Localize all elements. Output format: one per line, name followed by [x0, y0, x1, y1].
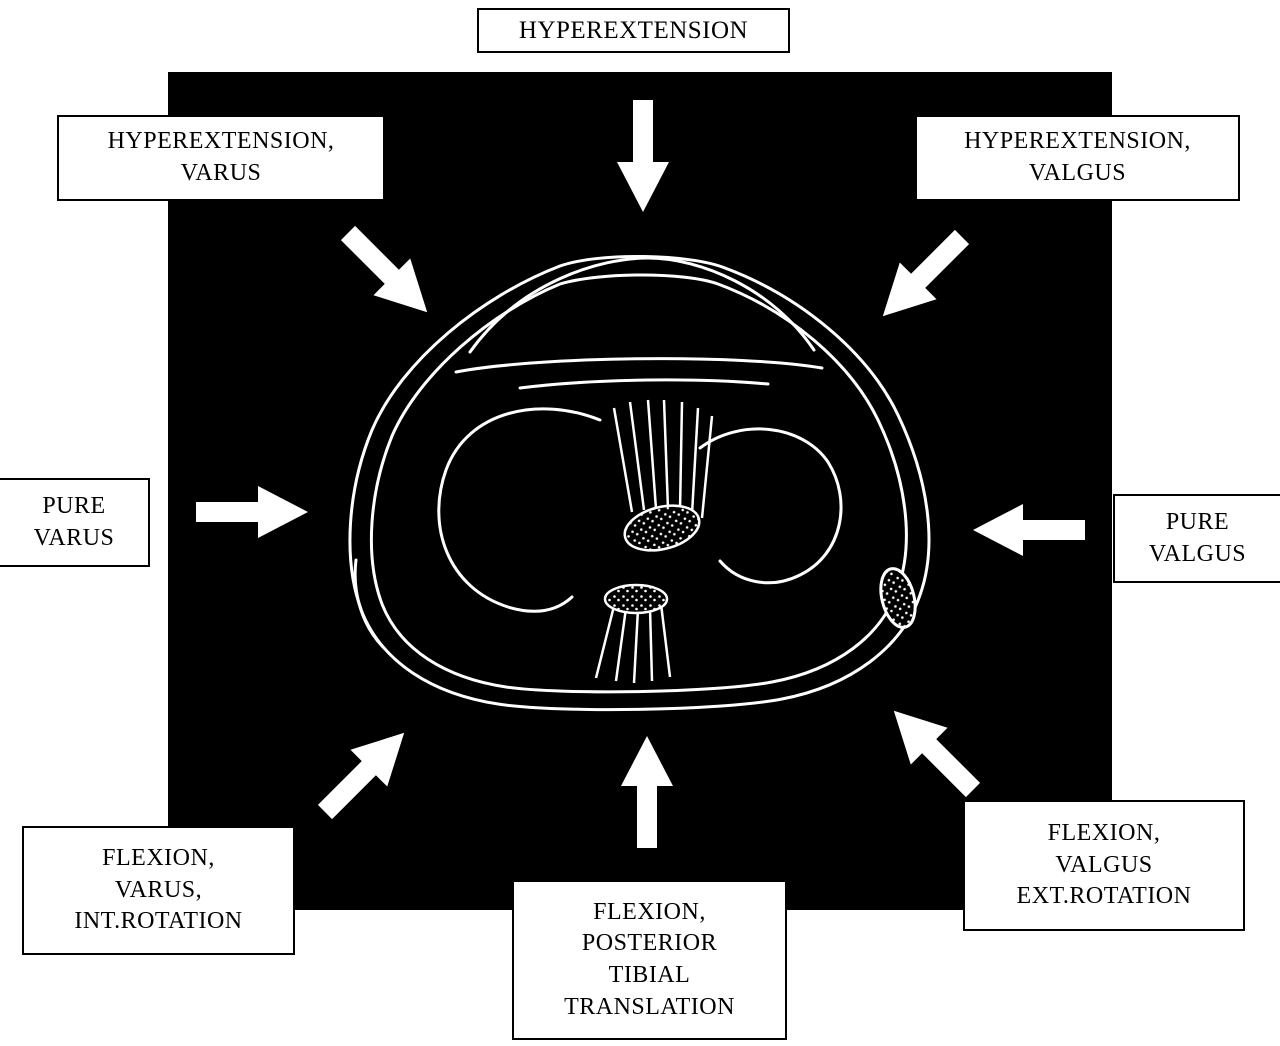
label-pure-varus: PURE VARUS	[0, 478, 150, 567]
pcl-stump-group	[594, 583, 672, 684]
lateral-plateau-arc	[698, 427, 843, 585]
pcl-stump	[603, 583, 669, 615]
outer-rim	[348, 255, 931, 712]
label-hyperextension-valgus: HYPEREXTENSION, VALGUS	[915, 115, 1240, 201]
arrow-bottom-icon	[621, 736, 673, 848]
arrow-top-icon	[617, 100, 669, 212]
label-flexion-varus-int-rotation: FLEXION, VARUS, INT.ROTATION	[22, 826, 295, 955]
acl-stump-group	[612, 399, 714, 552]
knee-outline-group	[348, 255, 931, 712]
label-flexion-posterior-tibial-translation: FLEXION, POSTERIOR TIBIAL TRANSLATION	[512, 880, 787, 1040]
lower-rim-accent	[353, 558, 386, 650]
arrow-right-icon	[973, 504, 1085, 556]
anterior-band-line-2	[518, 378, 770, 390]
top-dome-arc	[468, 256, 816, 354]
arrow-bottom-left-icon	[317, 732, 405, 820]
popliteus-stump	[879, 567, 917, 629]
arrow-top-right-icon	[882, 229, 970, 317]
label-hyperextension: HYPEREXTENSION	[477, 8, 790, 53]
arrow-left-icon	[196, 486, 308, 538]
arrow-bottom-right-icon	[893, 710, 981, 798]
anterior-band-line-1	[454, 357, 824, 374]
arrow-top-left-icon	[340, 225, 428, 313]
label-flexion-valgus-ext-rotation: FLEXION, VALGUS EXT.ROTATION	[963, 800, 1245, 931]
label-hyperextension-varus: HYPEREXTENSION, VARUS	[57, 115, 385, 201]
arrow-group	[196, 100, 1085, 848]
medial-plateau-arc	[437, 407, 602, 613]
label-pure-valgus: PURE VALGUS	[1113, 494, 1280, 583]
acl-stump	[623, 504, 701, 552]
